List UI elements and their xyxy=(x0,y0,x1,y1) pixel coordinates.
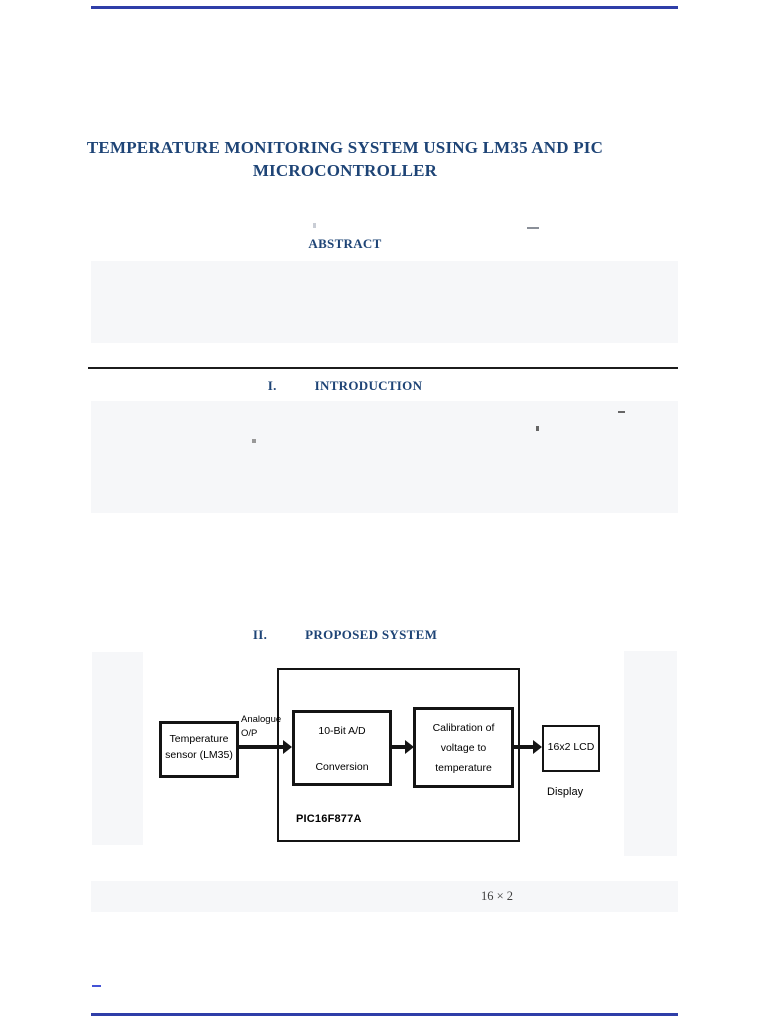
text-speck xyxy=(536,426,539,431)
text-speck xyxy=(618,411,625,413)
arrow-adc-to-calibration-head xyxy=(405,740,414,754)
proposed-system-numeral: II. xyxy=(252,627,268,642)
proposed-system-label: PROPOSED SYSTEM xyxy=(305,627,438,642)
paper-title: TEMPERATURE MONITORING SYSTEM USING LM35… xyxy=(86,138,604,180)
link-fragment-dash xyxy=(92,985,101,987)
viewer-page-edge-top xyxy=(91,6,678,9)
arrow-mcu-to-lcd xyxy=(514,745,536,749)
mcu-label: PIC16F877A xyxy=(296,813,362,825)
adc-box: 10-Bit A/D Conversion xyxy=(292,710,392,786)
arrow-adc-to-calibration xyxy=(392,745,407,749)
temperature-sensor-box: Temperature sensor (LM35) xyxy=(159,721,239,778)
section-divider-rule xyxy=(88,367,678,369)
figure-caption-band: 16 × 2 xyxy=(91,881,678,912)
arrow-sensor-to-adc xyxy=(237,745,285,749)
stray-dash-mark xyxy=(527,227,539,229)
introduction-numeral: I. xyxy=(267,378,277,393)
introduction-heading: I. INTRODUCTION xyxy=(65,378,625,394)
text-speck xyxy=(252,439,256,443)
abstract-redacted-block xyxy=(91,261,678,343)
stray-tick-mark xyxy=(313,223,316,228)
lcd-box: 16x2 LCD xyxy=(542,725,600,772)
proposed-system-heading: II. PROPOSED SYSTEM xyxy=(65,627,625,643)
left-column-redacted-block xyxy=(92,652,143,845)
pic-outer-box xyxy=(277,668,520,842)
display-label: Display xyxy=(547,786,584,798)
abstract-heading: ABSTRACT xyxy=(308,236,382,251)
analogue-output-label: Analogue O/P xyxy=(241,714,282,739)
viewer-page-edge-bottom xyxy=(91,1013,678,1016)
arrow-sensor-to-adc-head xyxy=(283,740,292,754)
right-column-redacted-block xyxy=(624,651,677,856)
introduction-redacted-block xyxy=(91,401,678,513)
arrow-mcu-to-lcd-head xyxy=(533,740,542,754)
figure-caption: 16 × 2 xyxy=(481,889,514,903)
calibration-box: Calibration of voltage to temperature xyxy=(413,707,514,788)
introduction-label: INTRODUCTION xyxy=(314,378,423,393)
